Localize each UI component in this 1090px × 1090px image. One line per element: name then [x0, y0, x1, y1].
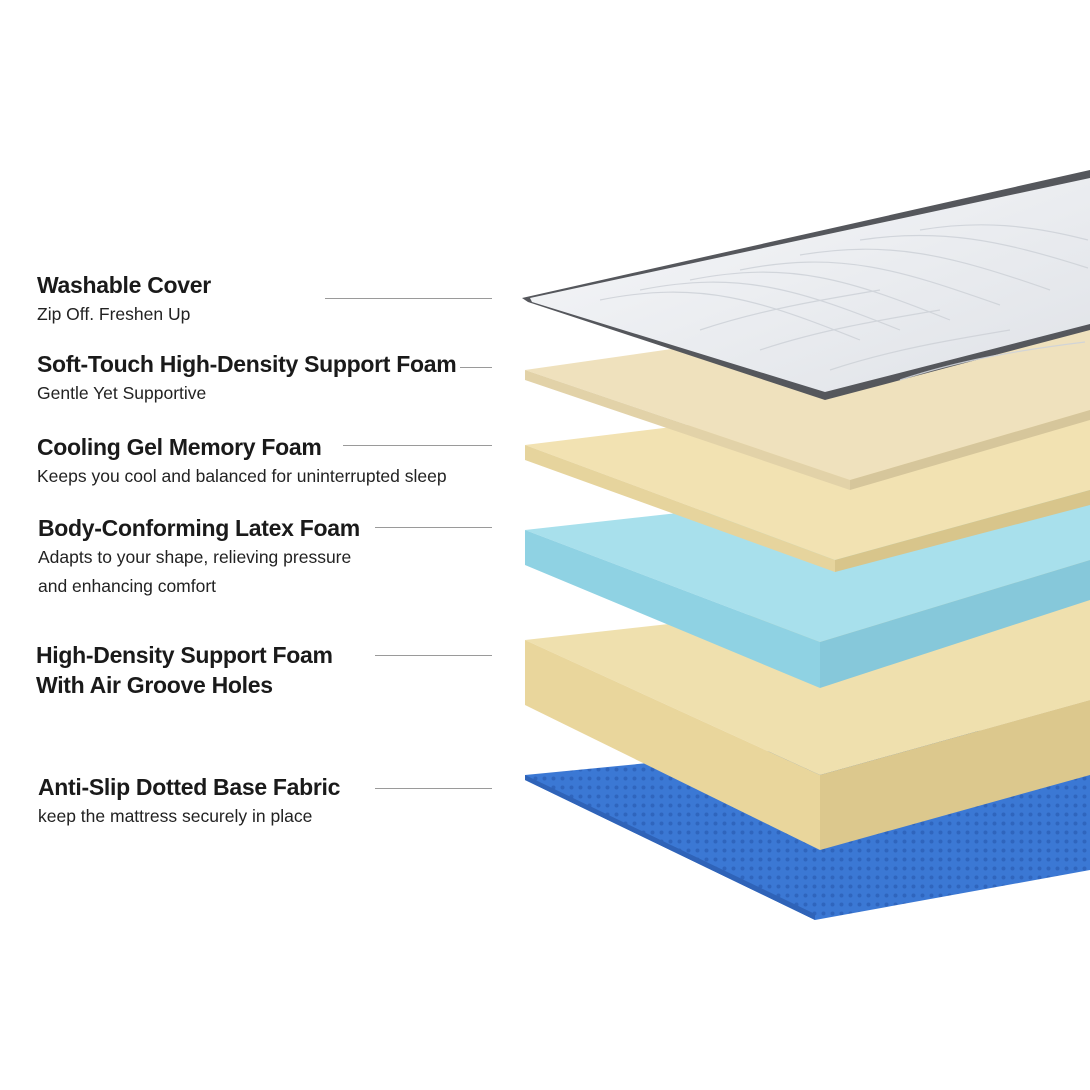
- leader-line-memory-foam: [343, 445, 492, 446]
- layer-subtitle: keep the mattress securely in place: [38, 806, 313, 826]
- leader-line-latex-foam: [375, 527, 492, 528]
- layer-title: Body-Conforming Latex Foam: [38, 515, 360, 541]
- leader-line-cover: [325, 298, 492, 299]
- layer-subtitle: Adapts to your shape, relieving pressure: [38, 547, 352, 567]
- layer-label-latex-foam: Body-Conforming Latex Foam Adapts to you…: [38, 513, 360, 601]
- layer-label-support-foam: High-Density Support Foam With Air Groov…: [36, 640, 333, 700]
- layer-title: With Air Groove Holes: [36, 672, 273, 698]
- layer-label-soft-foam: Soft-Touch High-Density Support Foam Gen…: [37, 349, 457, 408]
- layer-title: Soft-Touch High-Density Support Foam: [37, 351, 457, 377]
- layer-title: High-Density Support Foam: [36, 642, 333, 668]
- layer-subtitle: Keeps you cool and balanced for uninterr…: [37, 466, 447, 486]
- layer-label-base-fabric: Anti-Slip Dotted Base Fabric keep the ma…: [38, 772, 340, 831]
- layer-subtitle: Gentle Yet Supportive: [37, 383, 207, 403]
- layer-title: Anti-Slip Dotted Base Fabric: [38, 774, 341, 800]
- layer-title: Washable Cover: [37, 272, 211, 298]
- leader-line-support-foam: [375, 655, 492, 656]
- cover-layer: [522, 170, 1090, 400]
- soft-foam-layer: [525, 330, 1090, 490]
- leader-line-soft-foam: [460, 367, 492, 368]
- layer-subtitle: Zip Off. Freshen Up: [37, 304, 191, 324]
- layer-label-memory-foam: Cooling Gel Memory Foam Keeps you cool a…: [37, 432, 447, 491]
- layer-subtitle: and enhancing comfort: [38, 576, 217, 596]
- leader-line-base-fabric: [375, 788, 492, 789]
- layer-label-cover: Washable Cover Zip Off. Freshen Up: [37, 270, 211, 329]
- layer-title: Cooling Gel Memory Foam: [37, 434, 322, 460]
